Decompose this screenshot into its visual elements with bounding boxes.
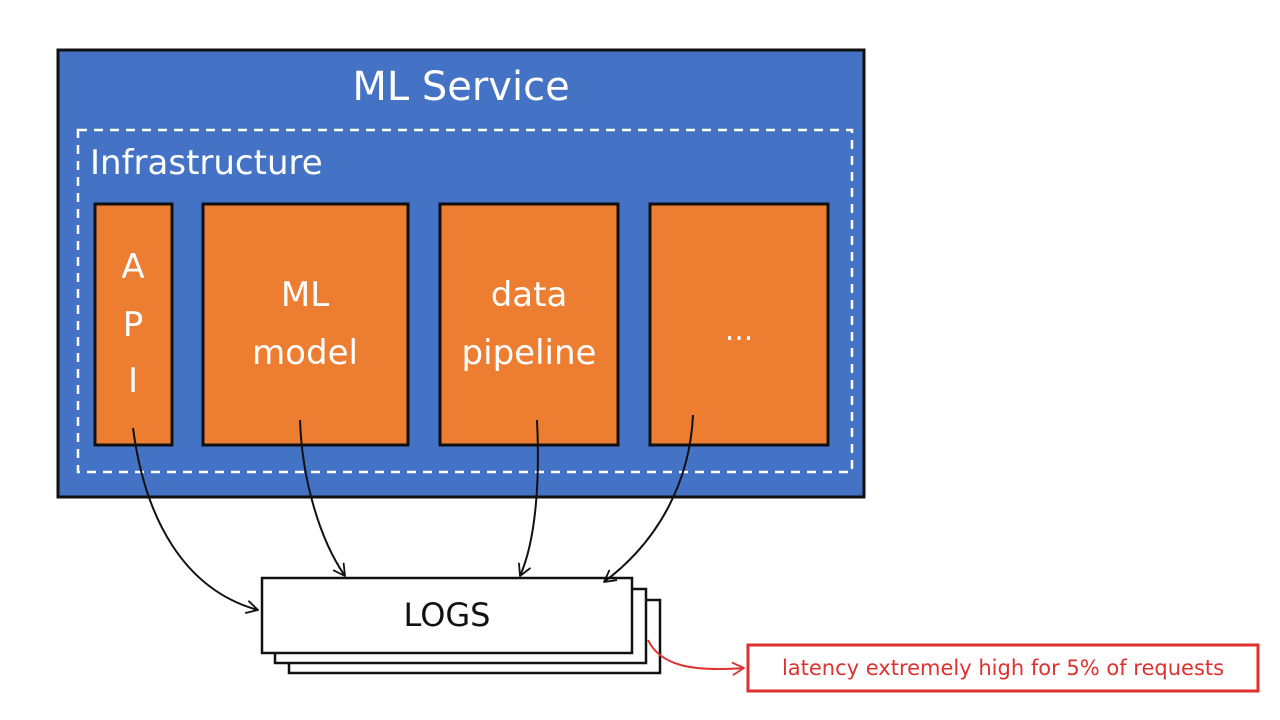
api-box	[93, 202, 174, 447]
alert-box	[746, 643, 1260, 693]
logs-box	[260, 576, 634, 655]
component-data-pipeline: data pipeline	[438, 202, 620, 447]
data-pipeline-label-line-1: data	[491, 275, 568, 315]
api-label-line-1: A	[121, 247, 144, 287]
alert-connector-arrow	[647, 639, 745, 676]
arrow-api-to-logs	[132, 427, 259, 614]
ml-model-label-line-1: ML	[281, 275, 329, 315]
arrow-ml-model-to-logs	[299, 419, 346, 577]
infrastructure-box	[76, 128, 854, 474]
more-label: ...	[725, 313, 754, 348]
alert-text: latency extremely high for 5% of request…	[782, 656, 1224, 680]
ml-model-label-line-2: model	[252, 333, 358, 373]
ml-model-box	[201, 202, 410, 447]
component-more: ...	[648, 202, 830, 447]
more-box	[648, 202, 830, 447]
logs-stack: LOGS	[260, 576, 662, 675]
arrow-more-to-logs	[603, 414, 694, 583]
component-api: A P I	[93, 202, 174, 447]
api-label-line-2: P	[123, 305, 144, 345]
ml-service-title: ML Service	[352, 64, 569, 110]
api-label-line-3: I	[128, 361, 138, 401]
infrastructure-label: Infrastructure	[90, 143, 323, 183]
component-ml-model: ML model	[201, 202, 410, 447]
data-pipeline-label-line-2: pipeline	[462, 333, 597, 373]
logs-label: LOGS	[404, 596, 491, 634]
arrow-data-pipeline-to-logs	[518, 419, 539, 577]
data-pipeline-box	[438, 202, 620, 447]
